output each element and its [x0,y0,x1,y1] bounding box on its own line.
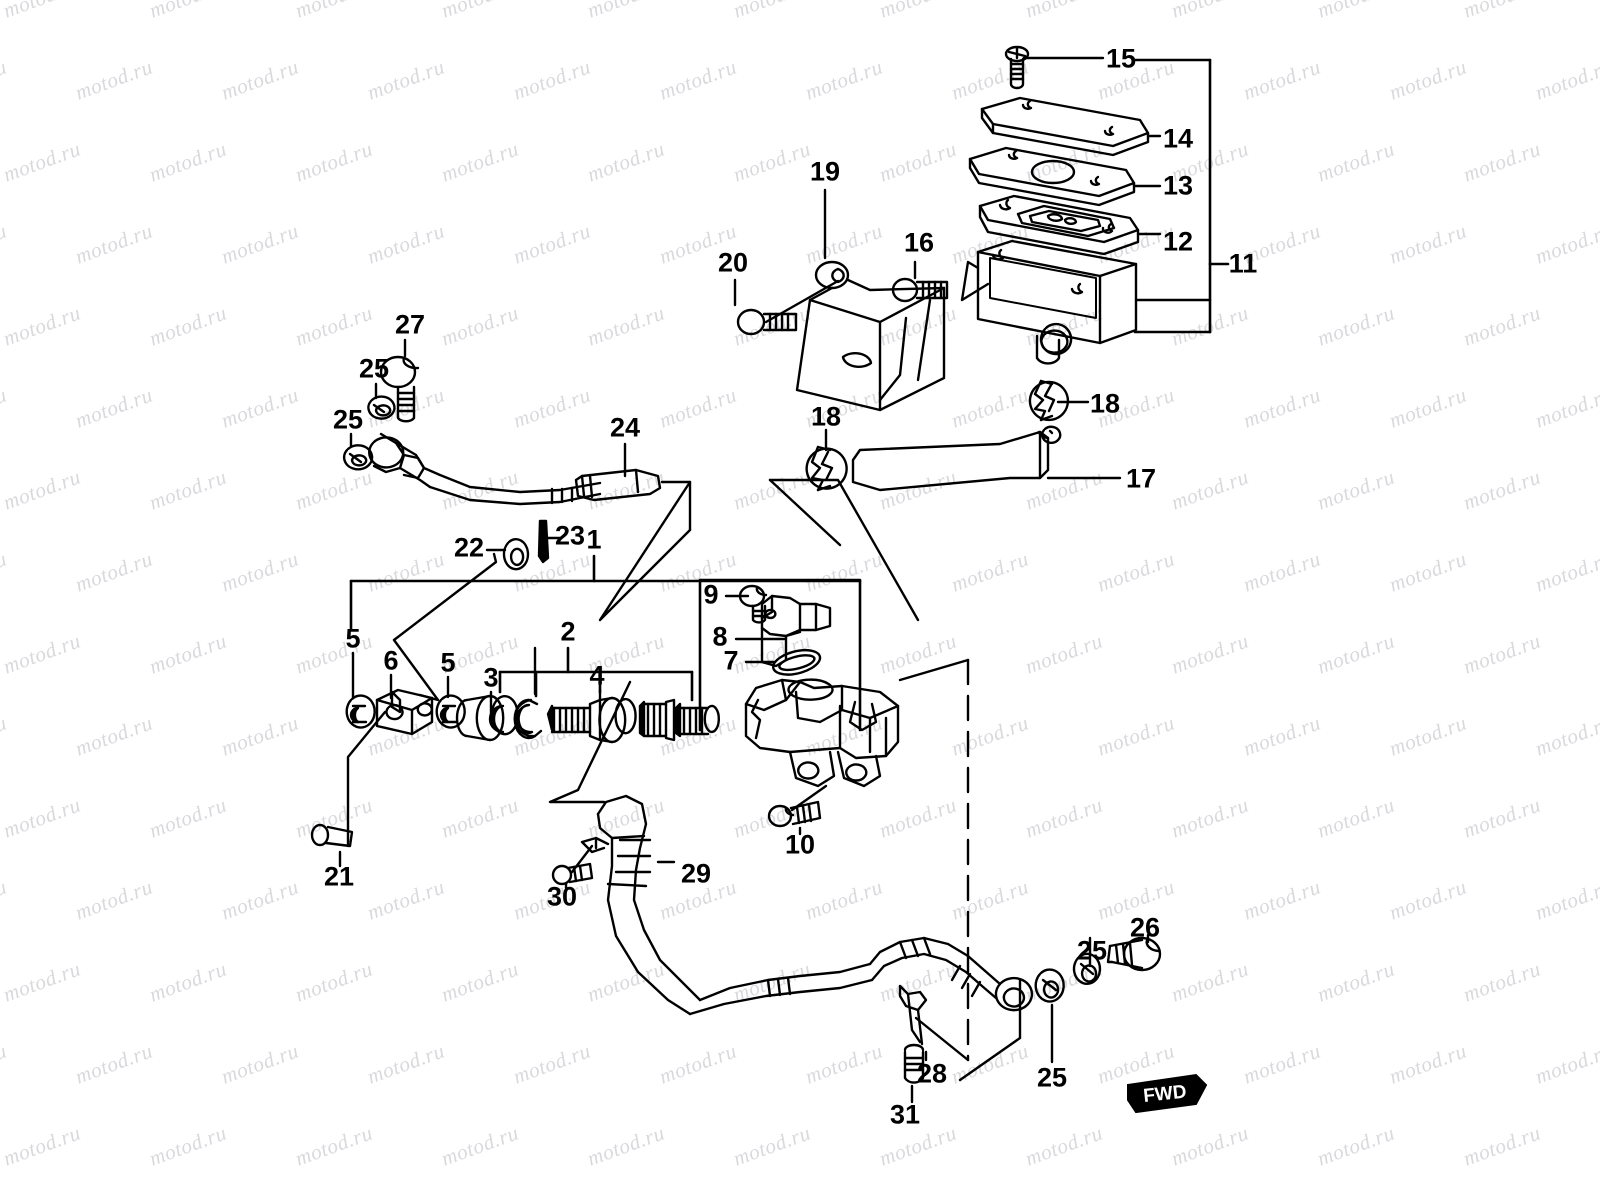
gasket-washer-25b [342,444,374,471]
gasket-washer-25c [1034,968,1065,1003]
cap-screw-15 [1004,45,1030,90]
tank-bracket-connector [960,260,990,302]
hose-guide-28 [898,984,928,1046]
piston-cup-3 [455,694,520,742]
callout-label-reservoir-bracket: 19 [809,156,841,187]
callout-label-hose-clamp: 18 [1089,388,1121,419]
callout-label-washer-small: 22 [453,532,485,563]
washer-5b [435,694,466,729]
callout-label-master-cylinder-assembly-bracket: 1 [586,524,602,555]
clamp-bolt-21 [310,823,354,848]
callout-label-piston-cup: 3 [483,662,499,693]
fwd-marker: FWD [1127,1073,1208,1114]
diaphragm-plate-12 [978,194,1140,256]
callout-label-cotter-pin: 23 [554,520,586,551]
union-bolt-26 [1106,936,1162,972]
leader-2-diag [548,680,632,804]
callout-label-cap-screw: 15 [1105,43,1137,74]
callout-label-clamp-bolt: 21 [323,861,355,892]
reservoir-bolt-16 [891,277,949,303]
clamp-screw-30 [551,862,594,886]
callout-label-union-bolt-lower: 26 [1129,912,1161,943]
cotter-pin-23 [537,519,562,564]
callout-label-clutch-hose-upper: 24 [609,412,641,443]
cylinder-body [744,678,900,788]
callout-bracket-2 [498,646,694,702]
callout-label-reservoir-diaphragm-plate: 12 [1162,226,1194,257]
piston-detail [638,698,720,742]
callout-label-guide-bolt: 31 [889,1099,921,1130]
callout-label-clamp-screw: 30 [546,881,578,912]
callout-label-union-bolt-upper: 27 [394,309,426,340]
union-bolt-27 [379,355,420,423]
callout-label-gasket-washer: 25 [358,353,390,384]
leader-30-arm [570,844,594,874]
leader-10-arm [790,784,828,812]
callout-label-washer: 5 [440,647,456,678]
leader-24-tri [598,480,692,622]
reservoir-cap-14 [980,96,1150,157]
callout-label-clamp-holder: 6 [383,645,399,676]
callout-label-union-joint: 8 [712,621,728,652]
lower-hose-main [688,936,1034,1016]
callout-label-reservoir-diaphragm: 13 [1162,170,1194,201]
callout-label-reservoir-mounting-bolt: 16 [903,227,935,258]
reservoir-tank [976,239,1138,365]
leader-right-bot [914,1016,970,1062]
callout-label-reservoir-cap: 14 [1162,123,1194,154]
callout-label-gasket-washer: 25 [1076,935,1108,966]
hose-clamp-18b [1028,379,1070,422]
callout-bracket-cylinder [698,578,862,732]
callout-label-hose-clamp-lower: 29 [680,858,712,889]
callout-label-o-ring: 7 [723,645,739,676]
callout-label-gasket-washer: 25 [1036,1062,1068,1093]
callout-label-piston-rod-assembly: 4 [589,660,605,691]
callout-label-union-bolt: 9 [703,579,719,610]
callout-label-hose-guide: 28 [916,1058,948,1089]
leader-triangle-right [768,478,920,622]
lower-hose-upper [596,794,702,1016]
union-joint-8 [760,594,832,668]
callout-label-reservoir-assembly-bracket: 11 [1228,248,1258,279]
reservoir-hose-17 [851,425,1062,492]
leader-right-top [898,658,970,682]
clamp-holder-6 [375,688,434,736]
piston-assembly-4 [546,696,637,744]
hose-clamp-29 [580,836,610,854]
guide-bolt-31 [903,1043,925,1084]
callout-label-gasket-washer: 25 [332,404,364,435]
callout-label-reservoir-hose: 17 [1125,463,1157,494]
mounting-bolt-10 [767,800,822,828]
svg-text:FWD: FWD [1142,1082,1187,1107]
callout-bracket-11 [1133,58,1230,334]
callout-label-mounting-bolt: 10 [784,829,816,860]
callout-label-piston-set-bracket: 2 [560,616,576,647]
leader-21-zig [346,710,387,848]
callout-label-hose-clamp: 18 [810,401,842,432]
clutch-hose-24 [368,432,662,506]
leader-20-arm [764,279,840,324]
snap-ring [513,698,543,740]
gasket-washer-25a [367,395,396,420]
washer-22 [502,538,530,571]
leader-triangle-right2 [768,478,842,547]
leader-bottom-tri [958,978,1022,1082]
callout-label-washer: 5 [345,623,361,654]
reservoir-bracket-19 [795,260,946,412]
o-ring-7 [772,649,822,676]
washer-5a [345,694,376,729]
callout-label-bracket-bolt: 20 [717,247,749,278]
reservoir-diaphragm-13 [968,146,1136,207]
